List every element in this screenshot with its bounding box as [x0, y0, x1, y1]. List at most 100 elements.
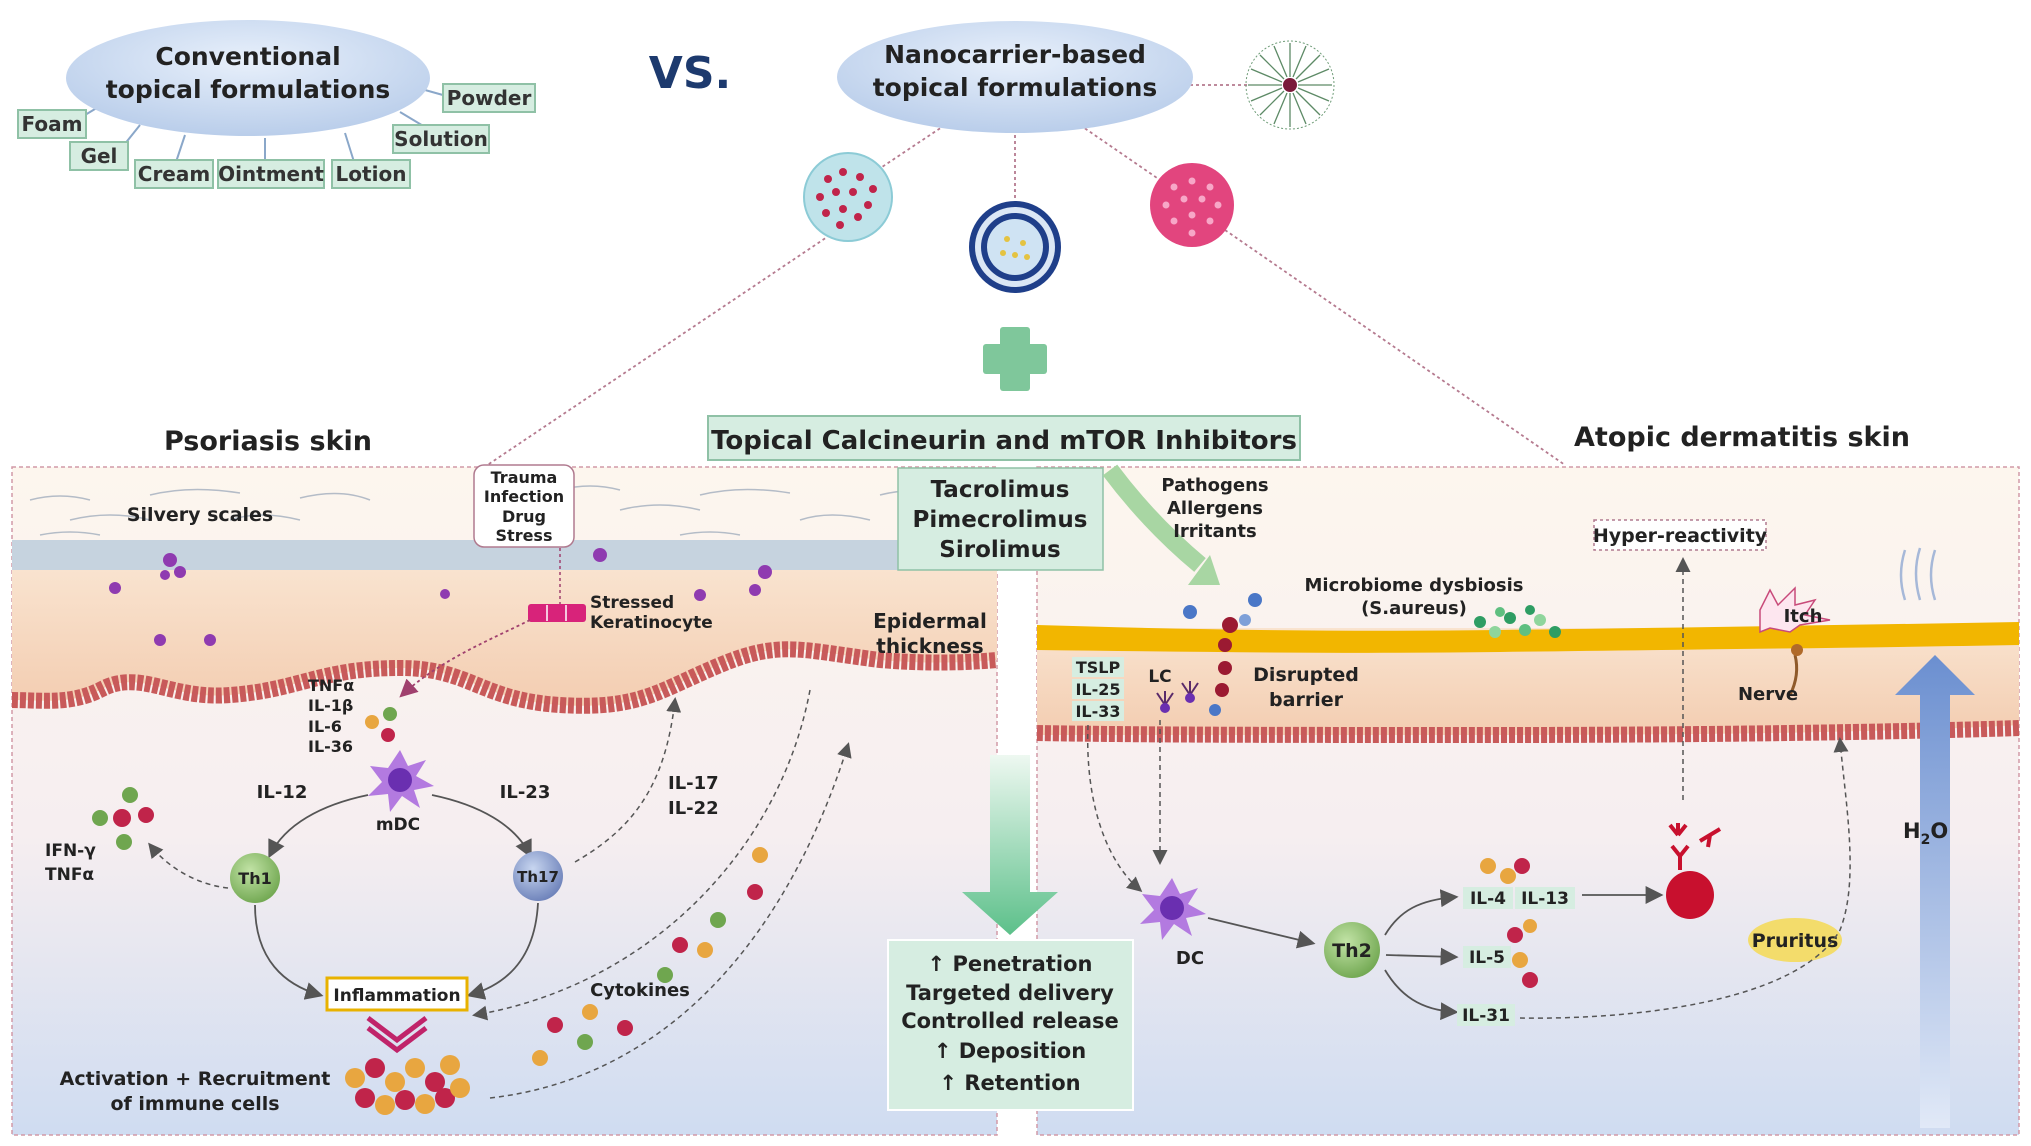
trigger-stress: Stress — [496, 526, 553, 545]
epidermal-thickness-1: Epidermal — [873, 609, 987, 633]
hyper-reactivity-box — [1593, 519, 1767, 551]
pathogen-particles — [1183, 593, 1262, 716]
plus-icon — [983, 327, 1047, 391]
lotion-label: Lotion — [336, 162, 407, 186]
th1-to-inflammation-arrow — [254, 904, 324, 1000]
cyt-il1b: IL-1β — [308, 696, 353, 715]
cream-box — [134, 159, 214, 189]
silvery-scales-label: Silvery scales — [127, 504, 273, 526]
cyt-tnfa: TNFα — [308, 676, 354, 695]
th17-to-inflammation-arrow — [466, 902, 539, 1000]
atopic-trigger-allergens: Allergens — [1167, 498, 1263, 519]
nanocarrier-title-line1: Nanocarrier-based — [884, 40, 1146, 69]
il31-box — [1457, 1004, 1515, 1026]
nerve-icon — [1788, 654, 1799, 696]
atopic-title: Atopic dermatitis skin — [1574, 422, 1910, 453]
conventional-ellipse — [66, 20, 430, 136]
cytokine-dots — [532, 847, 768, 1066]
il23-label: IL-23 — [500, 782, 551, 803]
stressed-keratinocyte-cell — [528, 604, 586, 622]
conventional-title-line1: Conventional — [155, 42, 340, 71]
ointment-label: Ointment — [218, 162, 324, 186]
th17-label: Th17 — [517, 868, 559, 886]
il25-label: IL-25 — [1075, 680, 1120, 699]
nanocarrier-connectors — [479, 84, 1566, 471]
il12-label: IL-12 — [257, 782, 308, 803]
cyt-il6: IL-6 — [308, 717, 342, 736]
cytokines-to-epidermis-arrow — [489, 742, 852, 1099]
th1-label: Th1 — [238, 869, 271, 888]
langerhans-cell-icon — [1156, 681, 1199, 706]
activation-label-2: of immune cells — [110, 1093, 279, 1115]
microbiome-label-2: (S.aureus) — [1361, 598, 1467, 619]
ifn-cytokine-cluster — [92, 787, 154, 850]
powder-label: Powder — [447, 86, 532, 110]
il13-box — [1515, 887, 1575, 909]
il31-label: IL-31 — [1462, 1006, 1510, 1026]
benefits-box — [887, 939, 1134, 1111]
th1-to-ifn-arrow — [148, 842, 229, 889]
atopic-epidermis — [1037, 628, 2019, 735]
epidermis-to-inflammation-arrow — [472, 689, 811, 1021]
hyper-reactivity-label: Hyper-reactivity — [1593, 525, 1768, 547]
microbiome-cluster — [1474, 605, 1561, 638]
drug-to-skin-arrow — [1102, 464, 1206, 572]
th17-to-epidermis-arrow — [574, 697, 682, 863]
drug-pimecrolimus: Pimecrolimus — [913, 507, 1088, 533]
liposome-icon — [969, 201, 1061, 293]
solution-label: Solution — [394, 127, 488, 151]
mdc-cell-icon — [368, 750, 434, 812]
dc-label: DC — [1176, 948, 1204, 969]
silvery-scales-lines — [29, 485, 951, 536]
th2-to-il31-arrow — [1384, 969, 1459, 1021]
inflammation-box — [325, 976, 469, 1012]
cytokines-label: Cytokines — [590, 980, 690, 1001]
conventional-title-line2: topical formulations — [106, 75, 391, 104]
mdc-label: mDC — [376, 815, 420, 835]
benefit-deposition: ↑ Deposition — [934, 1039, 1086, 1063]
il5-label: IL-5 — [1469, 948, 1505, 968]
itch-label: Itch — [1784, 606, 1823, 627]
il5-box — [1463, 946, 1511, 968]
delivery-arrow — [962, 755, 1058, 935]
disrupted-barrier-2: barrier — [1269, 689, 1344, 711]
benefit-controlled: Controlled release — [901, 1009, 1119, 1033]
ige-antibody-icons — [1668, 823, 1722, 870]
drug-sirolimus: Sirolimus — [939, 537, 1060, 563]
activation-label-1: Activation + Recruitment — [60, 1068, 331, 1090]
pruritus-ellipse — [1748, 918, 1842, 962]
atopic-panel — [1036, 466, 2020, 1136]
il33-box — [1072, 701, 1124, 721]
il4-label: IL-4 — [1470, 889, 1506, 909]
inhibitor-title-box — [707, 415, 1301, 461]
stressed-label-1: Stressed — [590, 593, 674, 613]
itch-icon — [1759, 586, 1831, 634]
th2-to-il4-arrow — [1384, 889, 1459, 936]
stressed-label-2: Keratinocyte — [590, 613, 713, 633]
inflammation-label: Inflammation — [333, 986, 460, 1006]
vs-label: VS. — [649, 48, 731, 99]
gel-label: Gel — [81, 144, 118, 168]
water-evaporation-lines — [1899, 547, 1937, 601]
cream-label: Cream — [138, 162, 210, 186]
gel-box — [69, 141, 129, 171]
il4-box — [1463, 887, 1513, 909]
drug-tacrolimus: Tacrolimus — [931, 477, 1070, 503]
inhibitor-title: Topical Calcineurin and mTOR Inhibitors — [711, 426, 1297, 456]
h2o-label: H2O — [1903, 819, 1948, 848]
lotion-box — [331, 159, 411, 189]
nanocarrier-ellipse — [837, 21, 1193, 133]
il22-label: IL-22 — [668, 798, 719, 819]
psoriasis-epidermis — [12, 570, 997, 706]
psoriasis-trigger-box — [473, 464, 575, 548]
benefit-targeted: Targeted delivery — [906, 981, 1114, 1005]
h2o-arrow — [1895, 655, 1975, 1128]
psoriasis-immune-cells — [109, 548, 772, 646]
il25-box — [1072, 679, 1124, 699]
powder-box — [442, 83, 536, 113]
trigger-drug: Drug — [502, 507, 546, 526]
tslp-label: TSLP — [1076, 658, 1121, 677]
benefit-retention: ↑ Retention — [939, 1071, 1080, 1095]
th1-cell — [230, 853, 280, 903]
